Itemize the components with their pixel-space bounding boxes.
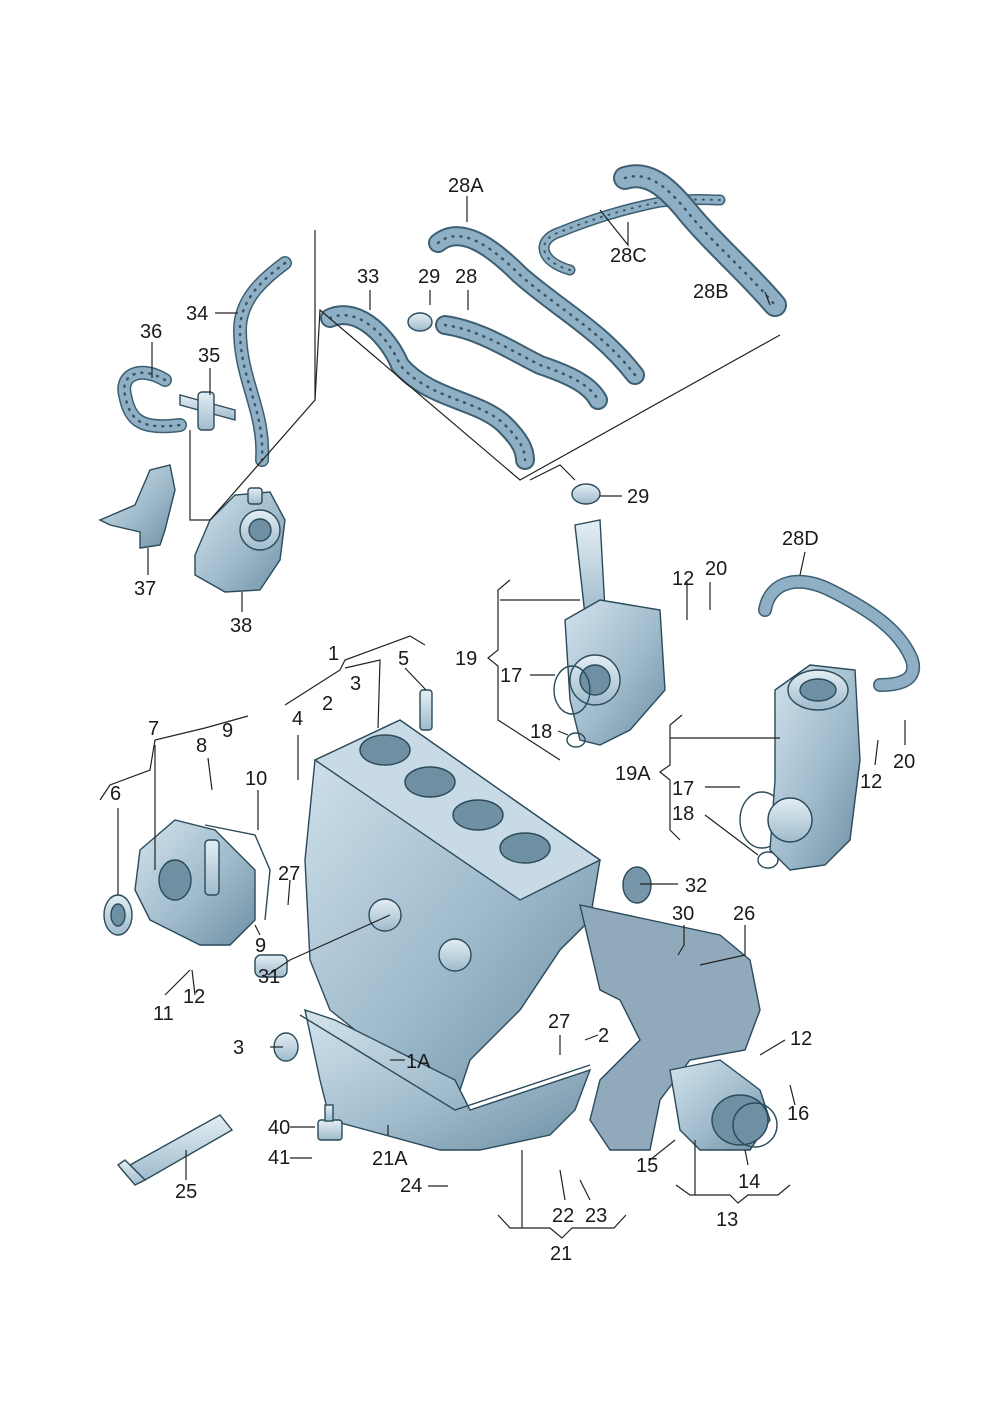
hose-28b: [613, 164, 787, 317]
callout-27-b: 27: [548, 1011, 570, 1033]
hose-28d: [758, 574, 921, 692]
callout-6: 6: [110, 783, 121, 805]
callout-40: 40: [268, 1117, 290, 1139]
seal-17-18: [553, 665, 785, 869]
callout-5: 5: [398, 648, 409, 670]
callout-24: 24: [400, 1175, 422, 1197]
oil-sensor-40: [317, 1104, 343, 1141]
callout-18-a: 18: [530, 721, 552, 743]
callout-21a: 21A: [372, 1148, 408, 1170]
callout-2-b: 2: [598, 1025, 609, 1047]
t-connector-35: [179, 391, 236, 431]
callout-3-b: 3: [233, 1037, 244, 1059]
callout-18-b: 18: [672, 803, 694, 825]
callout-31: 31: [258, 966, 280, 988]
callout-20-a: 20: [705, 558, 727, 580]
leader-lines: [99, 196, 906, 1239]
callout-3-top: 3: [350, 673, 361, 695]
callout-34: 34: [186, 303, 208, 325]
oil-seal-6: [103, 894, 133, 936]
callout-19: 19: [455, 648, 477, 670]
callout-1: 1: [328, 643, 339, 665]
callout-4: 4: [292, 708, 303, 730]
callout-23: 23: [585, 1205, 607, 1227]
hose-36: [117, 365, 187, 434]
hose-28: [435, 315, 608, 410]
callout-2-top: 2: [322, 693, 333, 715]
callout-26: 26: [733, 903, 755, 925]
callout-29-mid: 29: [627, 486, 649, 508]
callout-19a: 19A: [615, 763, 651, 785]
callout-10: 10: [245, 768, 267, 790]
coolant-housing-19: [564, 519, 666, 746]
hose-28a: [428, 226, 645, 385]
coolant-flange-38: [194, 487, 286, 593]
callout-27-a: 27: [278, 863, 300, 885]
callout-29-top: 29: [418, 266, 440, 288]
cap-32: [622, 866, 652, 904]
hose-clamp-29: [407, 312, 601, 505]
callout-30: 30: [672, 903, 694, 925]
callout-28b: 28B: [693, 281, 729, 303]
sealant-tube-25: [116, 1114, 234, 1186]
callout-12-c: 12: [183, 986, 205, 1008]
callout-21: 21: [550, 1243, 572, 1265]
intermediate-plate-26: [579, 904, 761, 1151]
bracket-37: [98, 464, 176, 549]
callout-9-b: 9: [255, 935, 266, 957]
hose-33: [320, 305, 535, 470]
coolant-housing-19a: [767, 664, 861, 871]
callout-37: 37: [134, 578, 156, 600]
callout-14: 14: [738, 1171, 760, 1193]
callout-32: 32: [685, 875, 707, 897]
callout-1a: 1A: [406, 1051, 431, 1073]
callout-20-b: 20: [893, 751, 915, 773]
callout-28c: 28C: [610, 245, 647, 267]
callout-33: 33: [357, 266, 379, 288]
callout-28a: 28A: [448, 175, 484, 197]
dowel-5: [419, 689, 433, 731]
callout-12-a: 12: [672, 568, 694, 590]
callout-11: 11: [153, 1003, 174, 1025]
gasket-10: [204, 824, 271, 921]
callout-17-a: 17: [500, 665, 522, 687]
callout-16: 16: [787, 1103, 809, 1125]
callout-36: 36: [140, 321, 162, 343]
callout-17-b: 17: [672, 778, 694, 800]
callout-35: 35: [198, 345, 220, 367]
cylinder-block-1: [304, 719, 602, 1091]
sealing-flange-13: [669, 1059, 778, 1151]
front-flange-7: [134, 819, 256, 946]
callout-labels: 28A 28C 28B 33 29 28 34 36 35 29 28D 12 …: [110, 175, 915, 1265]
callout-25: 25: [175, 1181, 197, 1203]
hose-34: [233, 256, 292, 467]
callout-8: 8: [196, 735, 207, 757]
callout-41: 41: [268, 1147, 290, 1169]
callout-15: 15: [636, 1155, 658, 1177]
callout-22: 22: [552, 1205, 574, 1227]
callout-28d: 28D: [782, 528, 819, 550]
callout-28: 28: [455, 266, 477, 288]
callout-7: 7: [148, 718, 159, 740]
callout-38: 38: [230, 615, 252, 637]
spring-31: [254, 954, 288, 978]
callout-12-b: 12: [860, 771, 882, 793]
callout-12-d: 12: [790, 1028, 812, 1050]
callout-13: 13: [716, 1209, 738, 1231]
callout-9-top: 9: [222, 720, 233, 742]
